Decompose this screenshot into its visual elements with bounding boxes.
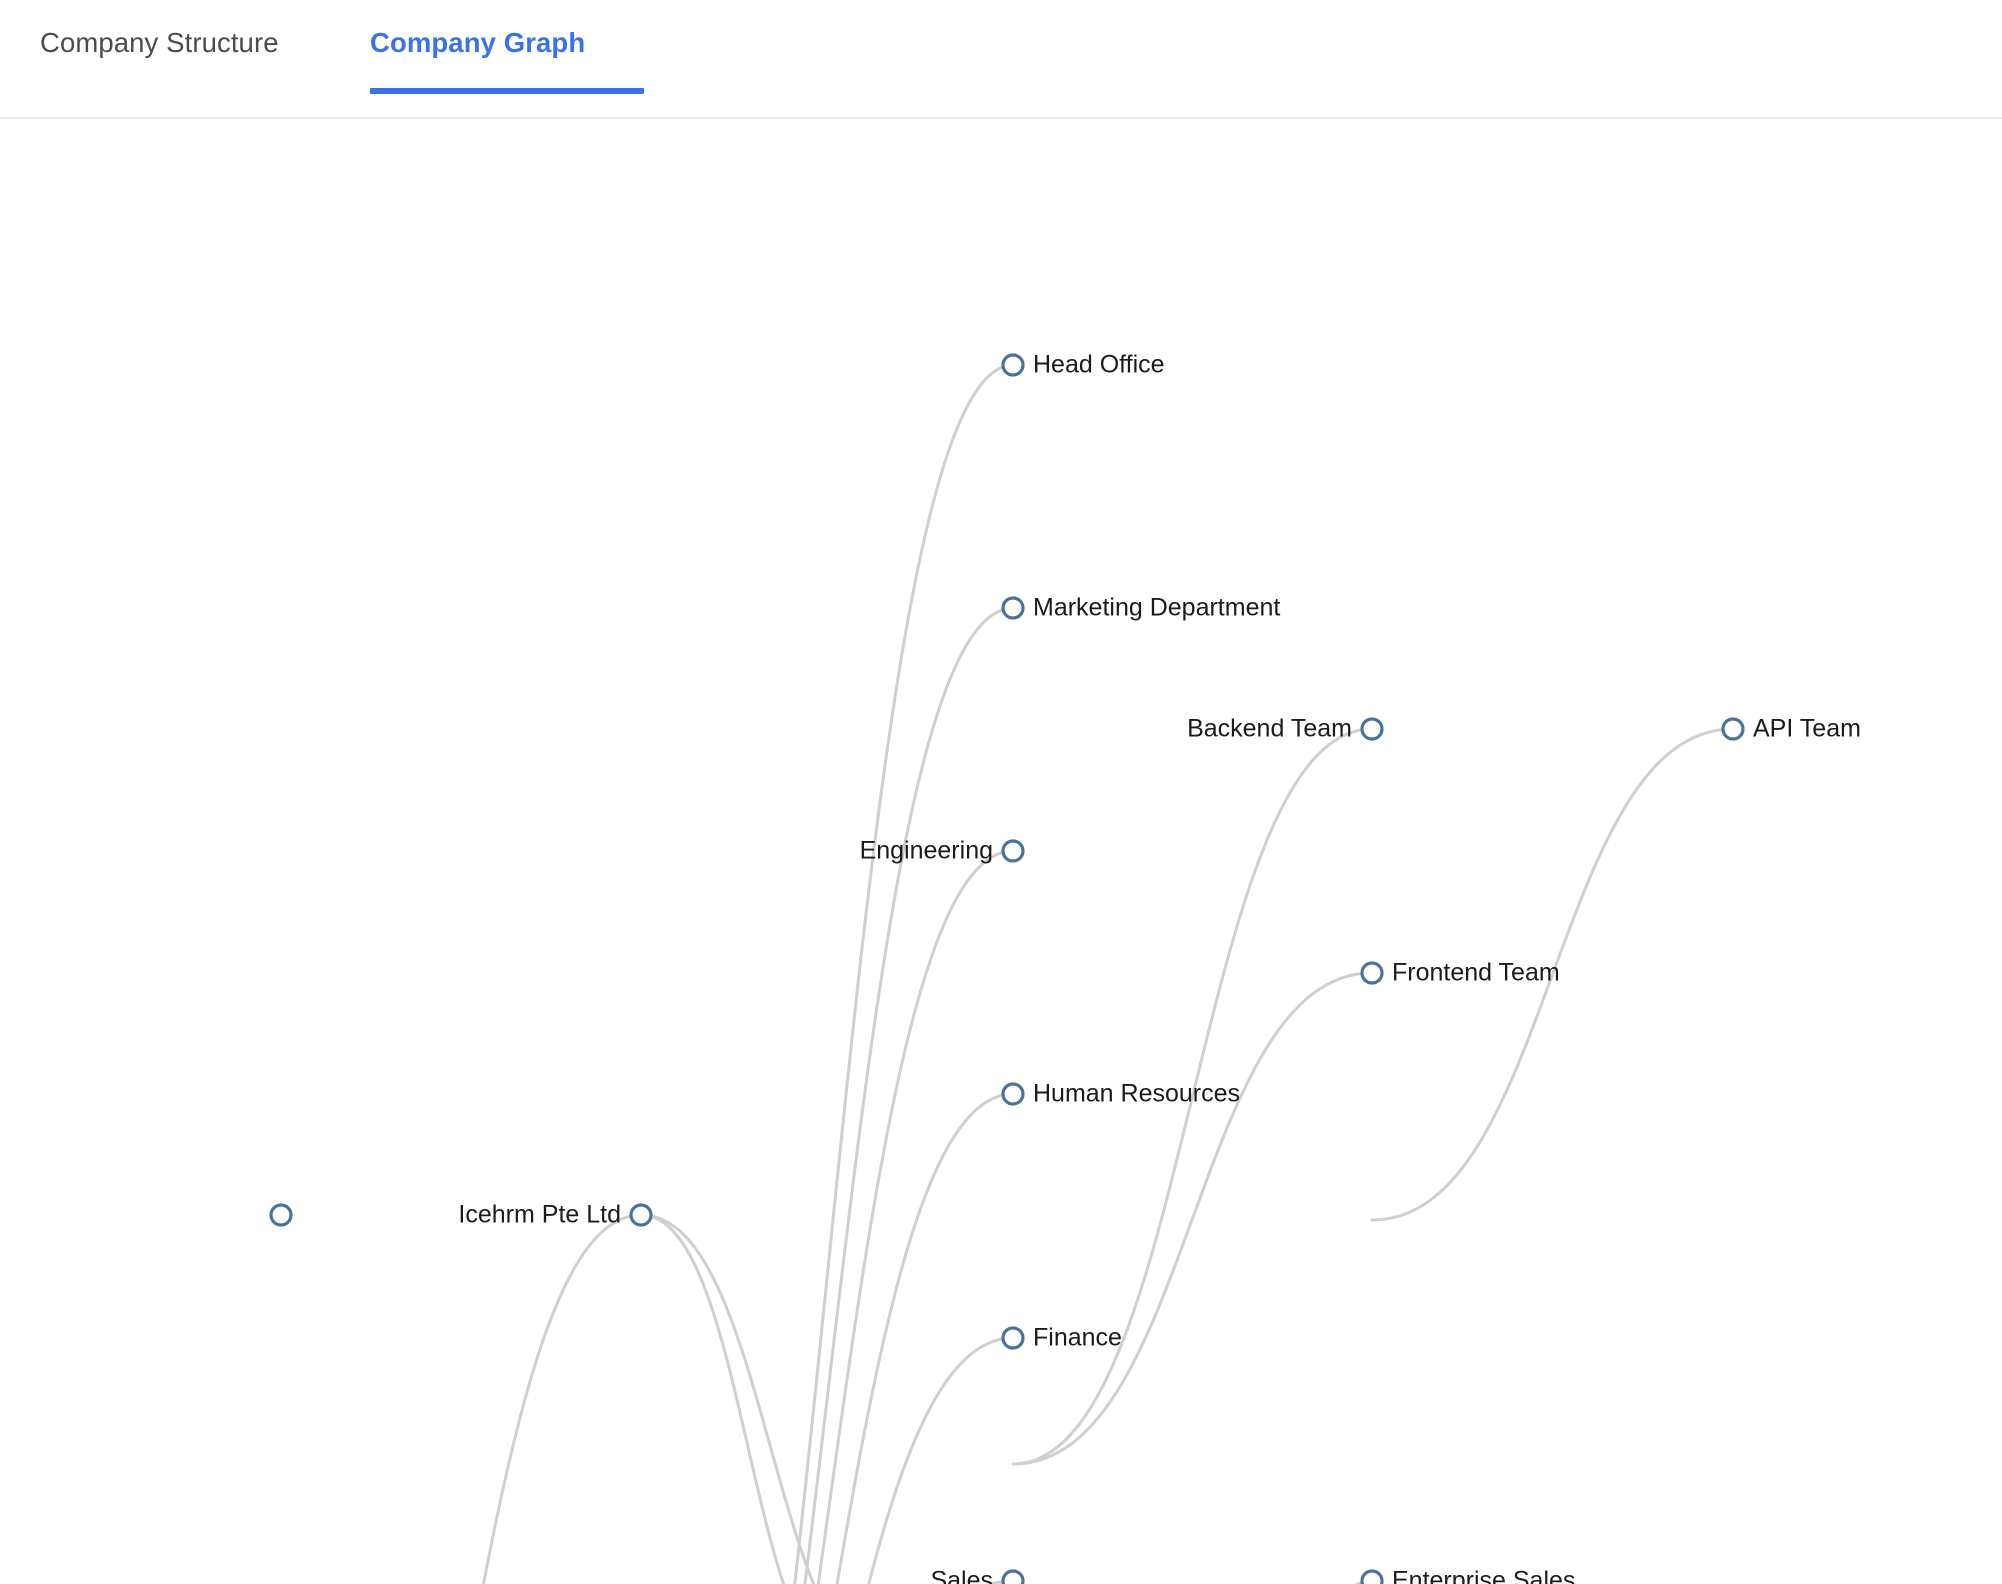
node-circle-icon[interactable] <box>1001 353 1025 377</box>
graph-node-backend-team[interactable]: Backend Team <box>1187 715 1384 743</box>
node-label-finance: Finance <box>1033 1324 1122 1352</box>
graph-node-icehrm[interactable]: Icehrm Pte Ltd <box>458 1201 653 1229</box>
tab-company-graph[interactable]: Company Graph <box>370 0 585 119</box>
node-circle-icon[interactable] <box>629 1203 653 1227</box>
tab-bar: Company Structure Company Graph <box>0 0 2002 119</box>
graph-link <box>867 1336 1015 1584</box>
node-label-marketing: Marketing Department <box>1033 594 1280 622</box>
graph-link-offscreen <box>639 1213 816 1584</box>
node-label-human-resources: Human Resources <box>1033 1080 1240 1108</box>
node-label-icehrm: Icehrm Pte Ltd <box>458 1201 621 1229</box>
node-label-engineering: Engineering <box>860 837 993 865</box>
graph-link <box>793 363 1015 1584</box>
node-circle-icon[interactable] <box>1001 596 1025 620</box>
graph-link <box>1370 727 1735 1222</box>
node-label-api-team: API Team <box>1753 715 1861 743</box>
node-label-backend-team: Backend Team <box>1187 715 1352 743</box>
graph-node-api-team[interactable]: API Team <box>1721 715 1861 743</box>
node-circle-icon[interactable] <box>1360 1569 1384 1584</box>
graph-links-layer <box>481 363 1735 1584</box>
graph-node-head-office[interactable]: Head Office <box>1001 351 1165 379</box>
node-label-head-office: Head Office <box>1033 351 1165 379</box>
node-label-frontend-team: Frontend Team <box>1392 959 1560 987</box>
graph-link <box>481 1213 643 1584</box>
tab-company-graph-label: Company Graph <box>370 27 586 58</box>
graph-node-frontend-team[interactable]: Frontend Team <box>1360 959 1560 987</box>
node-circle-icon[interactable] <box>1360 961 1384 985</box>
node-circle-icon[interactable] <box>1001 1569 1025 1584</box>
graph-link <box>1011 727 1374 1466</box>
graph-node-marketing[interactable]: Marketing Department <box>1001 594 1280 622</box>
node-circle-icon[interactable] <box>269 1203 293 1227</box>
graph-node-sales[interactable]: Sales <box>930 1567 1025 1584</box>
tab-company-structure-label: Company Structure <box>40 27 279 58</box>
graph-node-engineering[interactable]: Engineering <box>860 837 1025 865</box>
graph-link <box>1011 971 1374 1466</box>
tab-bar-separator <box>0 117 2002 119</box>
graph-node-finance[interactable]: Finance <box>1001 1324 1122 1352</box>
node-label-sales: Sales <box>930 1567 993 1584</box>
graph-link <box>816 849 1015 1584</box>
node-circle-icon[interactable] <box>1001 1326 1025 1350</box>
graph-node-orphan[interactable] <box>269 1203 293 1227</box>
graph-link-offscreen <box>639 1213 786 1584</box>
graph-node-human-resources[interactable]: Human Resources <box>1001 1080 1240 1108</box>
graph-link <box>803 606 1015 1584</box>
node-label-enterprise-sales: Enterprise Sales <box>1392 1567 1575 1584</box>
graph-node-enterprise-sales[interactable]: Enterprise Sales <box>1360 1567 1575 1584</box>
node-circle-icon[interactable] <box>1721 717 1745 741</box>
active-tab-indicator <box>370 88 644 94</box>
node-circle-icon[interactable] <box>1360 717 1384 741</box>
graph-link <box>835 1092 1015 1584</box>
node-circle-icon[interactable] <box>1001 1082 1025 1106</box>
tab-company-structure[interactable]: Company Structure <box>40 0 279 119</box>
node-circle-icon[interactable] <box>1001 839 1025 863</box>
